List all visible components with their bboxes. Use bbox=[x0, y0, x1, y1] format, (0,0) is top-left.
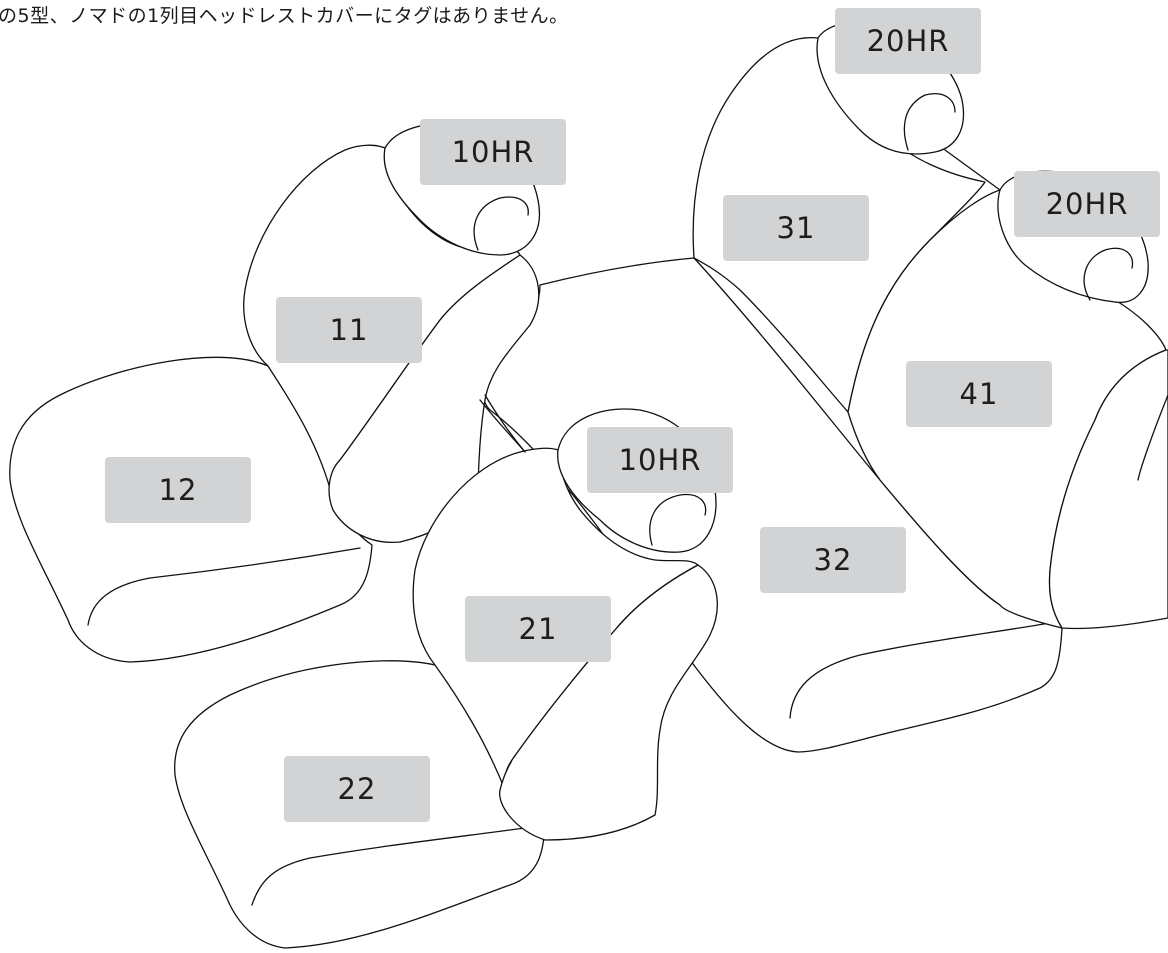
tag-20hr-right: 20HR bbox=[1014, 171, 1160, 237]
headrest-20hr-top-inner bbox=[903, 93, 956, 151]
tag-seat-41: 41 bbox=[906, 361, 1052, 427]
seat-32-bottom-outline bbox=[482, 257, 1063, 753]
tag-seat-21: 21 bbox=[465, 596, 611, 662]
tag-20hr-top: 20HR bbox=[835, 8, 981, 74]
tag-10hr-front: 10HR bbox=[420, 119, 566, 185]
headrest-10hr-mid-inner bbox=[649, 493, 707, 546]
tag-seat-31: 31 bbox=[723, 195, 869, 261]
tag-seat-11: 11 bbox=[276, 297, 422, 363]
tag-seat-22: 22 bbox=[284, 756, 430, 822]
tag-seat-32: 32 bbox=[760, 527, 906, 593]
seat-41-side-curve bbox=[1137, 394, 1168, 481]
headrest-10hr-front-inner bbox=[473, 196, 529, 251]
headrest-20hr-top-stem bbox=[944, 149, 1001, 191]
seat-22-cushion-curve bbox=[251, 827, 526, 906]
seat-41-side-outline bbox=[1048, 349, 1168, 630]
tag-10hr-mid: 10HR bbox=[587, 427, 733, 493]
seat-21-link bbox=[479, 399, 526, 453]
seat-32-cushion-curve bbox=[789, 621, 1056, 719]
headrest-20hr-right-inner bbox=[1083, 247, 1134, 301]
seat-12-cushion-curve bbox=[87, 547, 361, 626]
note-text: の5型、ノマドの1列目ヘッドレストカバーにタグはありません。 bbox=[0, 5, 569, 27]
tag-seat-12: 12 bbox=[105, 457, 251, 523]
